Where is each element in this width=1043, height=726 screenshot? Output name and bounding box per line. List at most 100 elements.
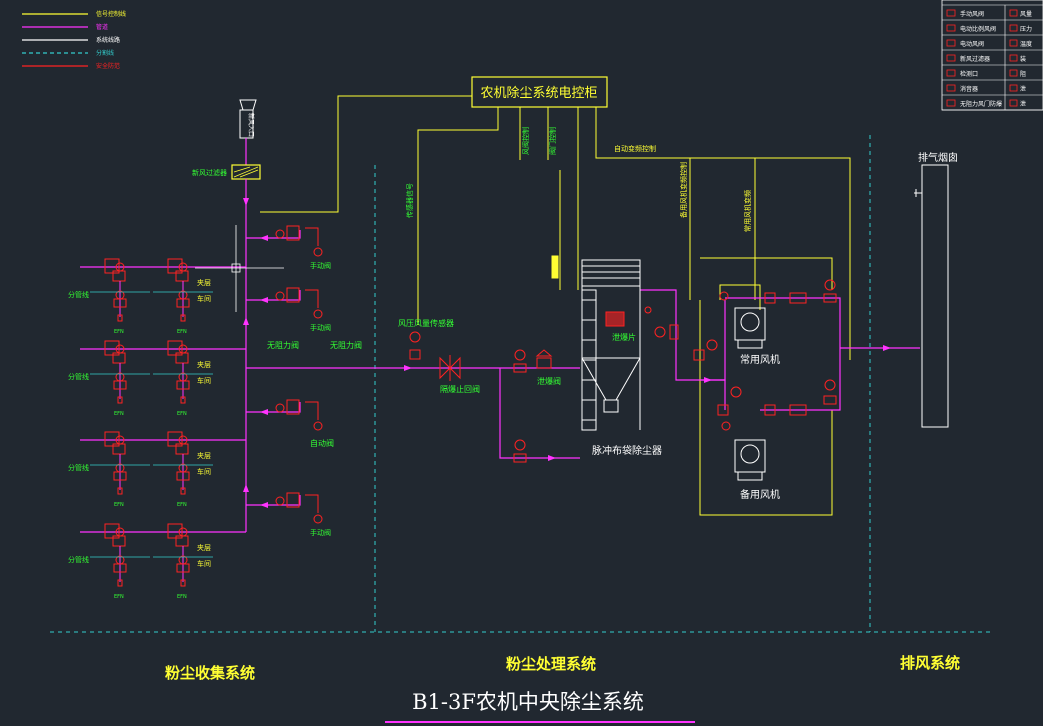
legend-symbol-icon: [946, 24, 956, 32]
valve-icon: [275, 291, 285, 301]
valve-icon: [275, 403, 285, 413]
main-fan-freq-label: 常用风机变频: [743, 190, 752, 232]
no-resistance-label-2: 无阻力阀: [330, 340, 362, 350]
inlet-assembly: 新风入口 新风过滤器: [192, 99, 261, 180]
legend-symbol-icon: [946, 9, 956, 17]
legend-symbol-icon: [946, 54, 956, 62]
line-legend: 信号控制线 管道 系统线路 分割线 安全防范: [22, 10, 126, 70]
bag-filter: 脉冲布袋除尘器: [551, 255, 662, 457]
workshop-label: 车间: [197, 294, 211, 303]
signal-labels: 传感器信号 风阀控制 阀门控制 备用风机变频控制 常用风机变频 自动变频控制: [405, 127, 752, 232]
branch-tag-label: EFN: [114, 411, 124, 417]
legend-symbol-label: 无阻力风门防爆: [960, 100, 1002, 108]
exhaust-stack-label: 排气烟囱: [918, 151, 958, 164]
interlayer-label: 夹层: [197, 278, 211, 287]
legend-symbol-icon: [946, 69, 956, 77]
main-fan-label: 常用风机: [740, 353, 780, 366]
branch-tag-label: EFN: [177, 594, 187, 600]
legend-symbol-label: 泄: [1020, 100, 1026, 108]
branch-tag-label: EFN: [177, 502, 187, 508]
section-titles: 粉尘收集系统 粉尘处理系统 排风系统: [165, 654, 960, 682]
branch-tag-label: EFN: [177, 411, 187, 417]
legend-symbol-icon: [1009, 99, 1018, 107]
legend-symbol-label: 电动风阀: [960, 40, 984, 48]
trunk-branch: 手动阀: [275, 492, 331, 537]
valve-icon: [275, 496, 285, 506]
trunk-branch: 手动阀: [275, 225, 331, 270]
legend-symbol-icon: [1009, 9, 1018, 17]
exhaust-system-title: 排风系统: [900, 654, 960, 672]
distribution-line-label: 分管线: [68, 372, 89, 381]
legend-symbol-icon: [946, 84, 956, 92]
inlet-label: 新风入口: [247, 113, 255, 137]
trunk-branch: 手动阀: [275, 287, 331, 332]
legend-symbol-label: 温度: [1020, 40, 1032, 48]
backup-fan-label: 备用风机: [740, 488, 780, 501]
rupture-disc-label: 泄爆片: [612, 332, 636, 342]
pressure-signal-label: 传感器信号: [405, 183, 414, 218]
interlayer-label: 夹层: [197, 360, 211, 369]
backup-fan-freq-label: 备用风机变频控制: [679, 162, 688, 218]
branch-tag-label: EFN: [114, 594, 124, 600]
exhaust-stack: 排气烟囱: [914, 151, 958, 428]
legend-symbol-icon: [946, 39, 956, 47]
fan-valves: [693, 279, 837, 431]
legend-symbol-label: 消音器: [960, 85, 978, 93]
main-title-group: B1-3F农机中央除尘系统: [385, 690, 695, 723]
page-title: B1-3F农机中央除尘系统: [412, 690, 644, 714]
bleed-valve-label: 泄爆阀: [537, 376, 561, 386]
legend-symbol-label: 电动比例风阀: [960, 25, 996, 33]
legend-symbol-label: 泄: [1020, 85, 1026, 93]
legend-symbol-icon: [946, 99, 956, 107]
legend-symbol-icon: [1009, 84, 1018, 92]
control-cabinet-label: 农机除尘系统电控柜: [480, 86, 597, 101]
legend-divider-label: 分割线: [96, 49, 114, 57]
signal-lines: [260, 95, 851, 516]
workshop-label: 车间: [197, 376, 211, 385]
symbol-legend-table: 手动风阀风量电动比例风阀压力电动风阀温度新风过滤器装检测口阻消音器泄无阻力风门防…: [941, 0, 1043, 111]
interlayer-label: 夹层: [197, 543, 211, 552]
legend-symbol-label: 手动风阀: [960, 10, 984, 18]
legend-signal-label: 信号控制线: [96, 10, 126, 18]
legend-symbol-icon: [1009, 54, 1018, 62]
legend-symbol-label: 新风过滤器: [960, 55, 990, 63]
main-fan: 常用风机: [734, 307, 780, 366]
duct-network: [80, 179, 920, 533]
center-labels: 无阻力阀 无阻力阀 风压风量传感器 隔爆止回阀 泄爆阀 泄爆片 自动阀: [267, 318, 636, 448]
process-valves: [409, 306, 679, 463]
legend-symbol-label: 风量: [1020, 11, 1032, 18]
valve-control-label-2: 阀门控制: [548, 127, 557, 155]
valve-control-label-1: 风阀控制: [521, 127, 530, 155]
backup-fan: 备用风机: [734, 439, 780, 501]
workshop-label: 车间: [197, 467, 211, 476]
flow-arrows: [243, 198, 891, 508]
interlayer-label: 夹层: [197, 451, 211, 460]
legend-symbol-label: 压力: [1020, 25, 1032, 33]
control-cabinet: 农机除尘系统电控柜: [471, 76, 608, 108]
system-dividers: [50, 135, 992, 633]
legend-safety-label: 安全防范: [96, 62, 120, 70]
distribution-line-label: 分管线: [68, 463, 89, 472]
branch-tag-label: EFN: [114, 329, 124, 335]
branch-tag-label: EFN: [114, 502, 124, 508]
auto-freq-control-label: 自动变频控制: [614, 144, 656, 153]
workshop-label: 车间: [197, 559, 211, 568]
manual-valve-label: 手动阀: [310, 261, 331, 270]
legend-symbol-icon: [1009, 39, 1018, 47]
valve-icon: [275, 229, 285, 239]
collect-system-title: 粉尘收集系统: [165, 664, 255, 682]
trunk-branch: [275, 399, 323, 431]
legend-symbol-icon: [1009, 69, 1018, 77]
legend-symbol-label: 阻: [1020, 70, 1026, 78]
distribution-line-label: 分管线: [68, 555, 89, 564]
no-resistance-label-1: 无阻力阀: [267, 340, 299, 350]
branch-tag-label: EFN: [177, 329, 187, 335]
legend-system-label: 系统线路: [96, 36, 120, 44]
explosion-valve-label: 隔爆止回阀: [440, 384, 480, 394]
distribution-line-label: 分管线: [68, 290, 89, 299]
